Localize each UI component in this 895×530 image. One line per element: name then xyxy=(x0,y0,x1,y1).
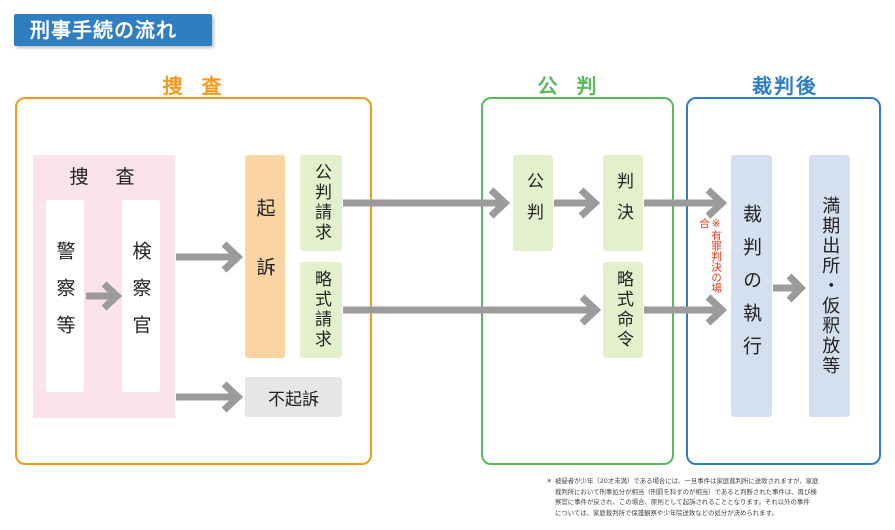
prosecutor-label: 検察官 xyxy=(129,240,152,352)
execution-box: 裁判の執行 xyxy=(731,155,772,417)
investigation-frame xyxy=(15,97,372,465)
police-label: 警察等 xyxy=(53,240,76,352)
police-box: 警察等 xyxy=(46,200,84,392)
trial-frame xyxy=(481,97,674,465)
non-indictment-label: 不起訴 xyxy=(268,389,319,410)
investigation-box-title: 捜 査 xyxy=(69,166,139,188)
prosecutor-box: 検察官 xyxy=(122,200,160,392)
summary-order-box: 略式命令 xyxy=(603,262,643,358)
execution-label: 裁判の執行 xyxy=(740,203,762,369)
summary-request-label: 略式請求 xyxy=(311,270,332,350)
indictment-label: 起訴 xyxy=(253,197,276,316)
footnote-line: 察官に事件が戻され、この場合、原則として起訴されることとなります。それ以外の事件 xyxy=(555,498,810,506)
footnote-marker: ＊ xyxy=(546,477,553,485)
summary-request-box: 略式請求 xyxy=(300,262,342,358)
summary-order-label: 略式命令 xyxy=(613,270,634,350)
judgment-box: 判決 xyxy=(603,155,643,251)
public-trial-request-label: 公判請求 xyxy=(311,163,332,243)
footnote-line: については、家庭裁判所で保護観察や少年院送致などの処分が決められます。 xyxy=(555,508,778,517)
public-trial-request-box: 公判請求 xyxy=(300,155,342,251)
footnote-line: 裁判所において刑事処分が相当（刑罰を科すのが相当）であると判断された事件は、再び… xyxy=(555,487,817,496)
guilty-verdict-note: ※有罪判決の場合 xyxy=(698,218,722,293)
footnote-line: 被疑者が少年（20才未満）である場合には、一旦事件は家庭裁判所に送致されますが、… xyxy=(555,477,819,485)
release-label: 満期出所・仮釈放等 xyxy=(819,196,841,376)
indictment-box: 起訴 xyxy=(245,155,285,358)
section-label-investigation: 捜 査 xyxy=(162,74,228,98)
trial-box: 公判 xyxy=(513,155,553,251)
trial-label: 公判 xyxy=(523,172,544,234)
post-trial-frame xyxy=(686,97,881,465)
judgment-label: 判決 xyxy=(613,172,634,234)
footnote: ＊ 被疑者が少年（20才未満）である場合には、一旦事件は家庭裁判所に送致されます… xyxy=(546,476,888,518)
section-label-trial: 公 判 xyxy=(537,74,603,98)
non-indictment-box: 不起訴 xyxy=(245,377,342,417)
release-box: 満期出所・仮釈放等 xyxy=(809,155,850,417)
page-title: 刑事手続の流れ xyxy=(14,14,212,46)
section-label-post-trial: 裁判後 xyxy=(752,74,818,98)
